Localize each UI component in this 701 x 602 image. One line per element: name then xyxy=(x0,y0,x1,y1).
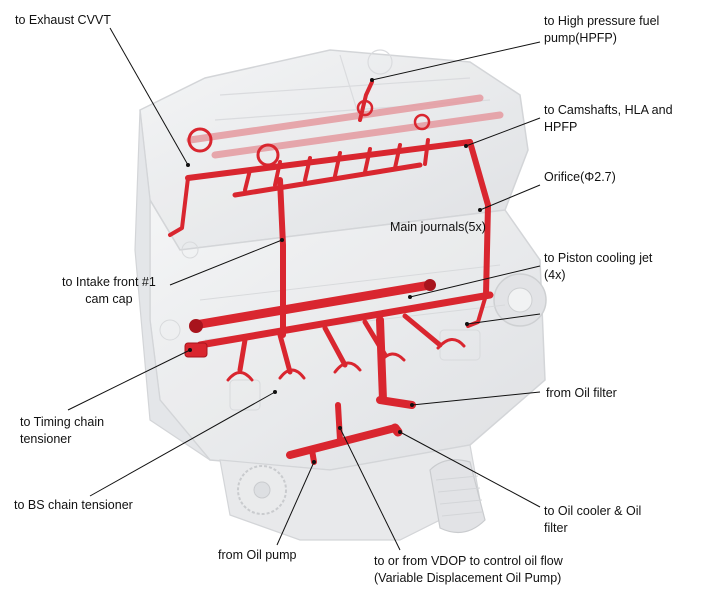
left-riser xyxy=(168,176,190,237)
cvvt-ring-exhaust xyxy=(187,127,213,153)
main-gallery-lower xyxy=(196,291,494,349)
head-gallery xyxy=(185,139,473,181)
front-riser xyxy=(277,177,286,338)
leader-timing xyxy=(67,349,191,411)
oil-pump-feed xyxy=(309,447,317,465)
leader-lines xyxy=(67,27,541,551)
label-hpfp: to High pressure fuel pump(HPFP) xyxy=(544,14,660,45)
leader-dots xyxy=(186,78,482,464)
cvvt-ring-intake xyxy=(256,143,280,167)
label-oil-pump: from Oil pump xyxy=(218,548,297,562)
leader-intake-cap xyxy=(169,239,283,286)
label-piston-jet: to Piston cooling jet (4x) xyxy=(544,251,653,282)
leader-camshafts xyxy=(465,117,541,147)
filter-branch xyxy=(376,396,416,409)
label-vdop: to or from VDOP to control oil flow (Var… xyxy=(374,554,563,585)
hpfp-feed xyxy=(358,80,374,122)
cooler-feed xyxy=(390,423,403,437)
label-bs-chain: to BS chain tensioner xyxy=(14,498,133,512)
label-oil-cooler: to Oil cooler & Oil filter xyxy=(544,504,642,535)
leader-piston-jet-2 xyxy=(466,313,541,325)
leader-oil-cooler xyxy=(399,431,541,508)
timing-cover xyxy=(134,109,211,461)
leader-bs-chain xyxy=(89,391,276,497)
leader-oil-filter xyxy=(411,391,541,406)
engine-block xyxy=(134,49,547,541)
label-camshafts: to Camshafts, HLA and HPFP xyxy=(544,103,673,134)
oil-galleries xyxy=(168,80,504,465)
leader-orifice xyxy=(479,184,541,211)
leader-vdop xyxy=(339,427,401,551)
leader-piston-jet xyxy=(409,265,541,298)
main-gallery xyxy=(190,280,435,330)
filter-drop xyxy=(376,316,387,404)
label-exhaust-cvvt: to Exhaust CVVT xyxy=(15,13,111,27)
label-orifice: Orifice(Φ2.7) xyxy=(544,170,616,184)
label-intake-cap: to Intake front #1 cam cap xyxy=(62,275,156,306)
label-oil-filter: from Oil filter xyxy=(546,386,617,400)
leader-oil-pump xyxy=(276,461,315,546)
head-gallery-2 xyxy=(232,162,423,198)
leader-hpfp xyxy=(371,41,541,81)
leader-exhaust-cvvt xyxy=(109,27,189,166)
timing-tensioner-feed xyxy=(184,342,208,358)
label-timing: to Timing chain tensioner xyxy=(20,415,105,446)
cam-journal-risers xyxy=(243,138,430,192)
pump-riser xyxy=(335,402,343,443)
label-main-journals: Main journals(5x) xyxy=(390,220,486,234)
oil-filter-housing xyxy=(429,459,486,534)
rear-riser xyxy=(467,139,491,298)
